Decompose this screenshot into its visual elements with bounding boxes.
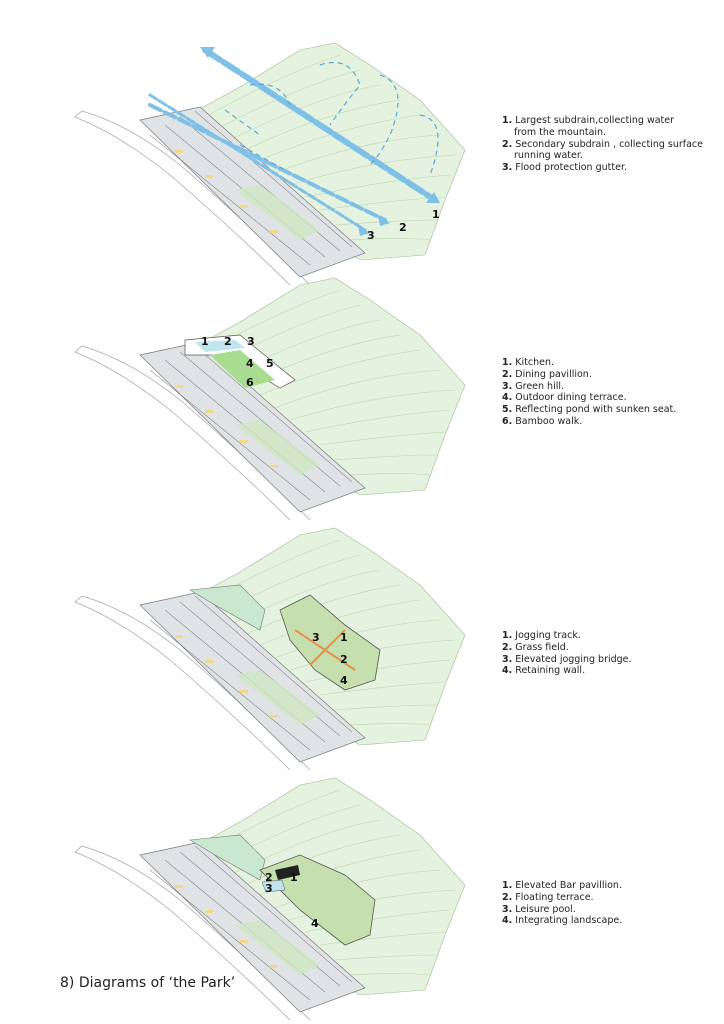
marker-1: 1 [432, 208, 440, 221]
marker-3: 3 [247, 335, 255, 348]
marker-3: 3 [367, 229, 375, 242]
legend-subdrains: 1. Largest subdrain,collecting water fro… [502, 115, 704, 174]
figure-caption: 8) Diagrams of ‘the Park’ [60, 975, 236, 991]
marker-5: 5 [266, 357, 274, 370]
marker-1: 1 [201, 335, 209, 348]
marker-1: 1 [340, 631, 348, 644]
legend-jogging: 1. Jogging track. 2. Grass field. 3. Ele… [502, 630, 632, 677]
marker-2: 2 [224, 335, 232, 348]
diagram-dining [74, 277, 466, 520]
diagram-jogging [74, 527, 466, 770]
marker-4: 4 [340, 674, 348, 687]
legend-dining: 1. Kitchen. 2. Dining pavillion. 3. Gree… [502, 357, 677, 427]
marker-6: 6 [246, 376, 254, 389]
legend-bar: 1. Elevated Bar pavillion. 2. Floating t… [502, 880, 623, 927]
marker-4: 4 [311, 917, 319, 930]
marker-1: 1 [290, 871, 298, 884]
marker-2: 2 [399, 221, 407, 234]
marker-2: 2 [265, 871, 273, 884]
marker-4: 4 [246, 357, 254, 370]
marker-3: 3 [312, 631, 320, 644]
diagram-bar [74, 777, 466, 1020]
marker-3: 3 [265, 882, 273, 895]
marker-2: 2 [340, 653, 348, 666]
diagram-subdrains [74, 42, 466, 285]
